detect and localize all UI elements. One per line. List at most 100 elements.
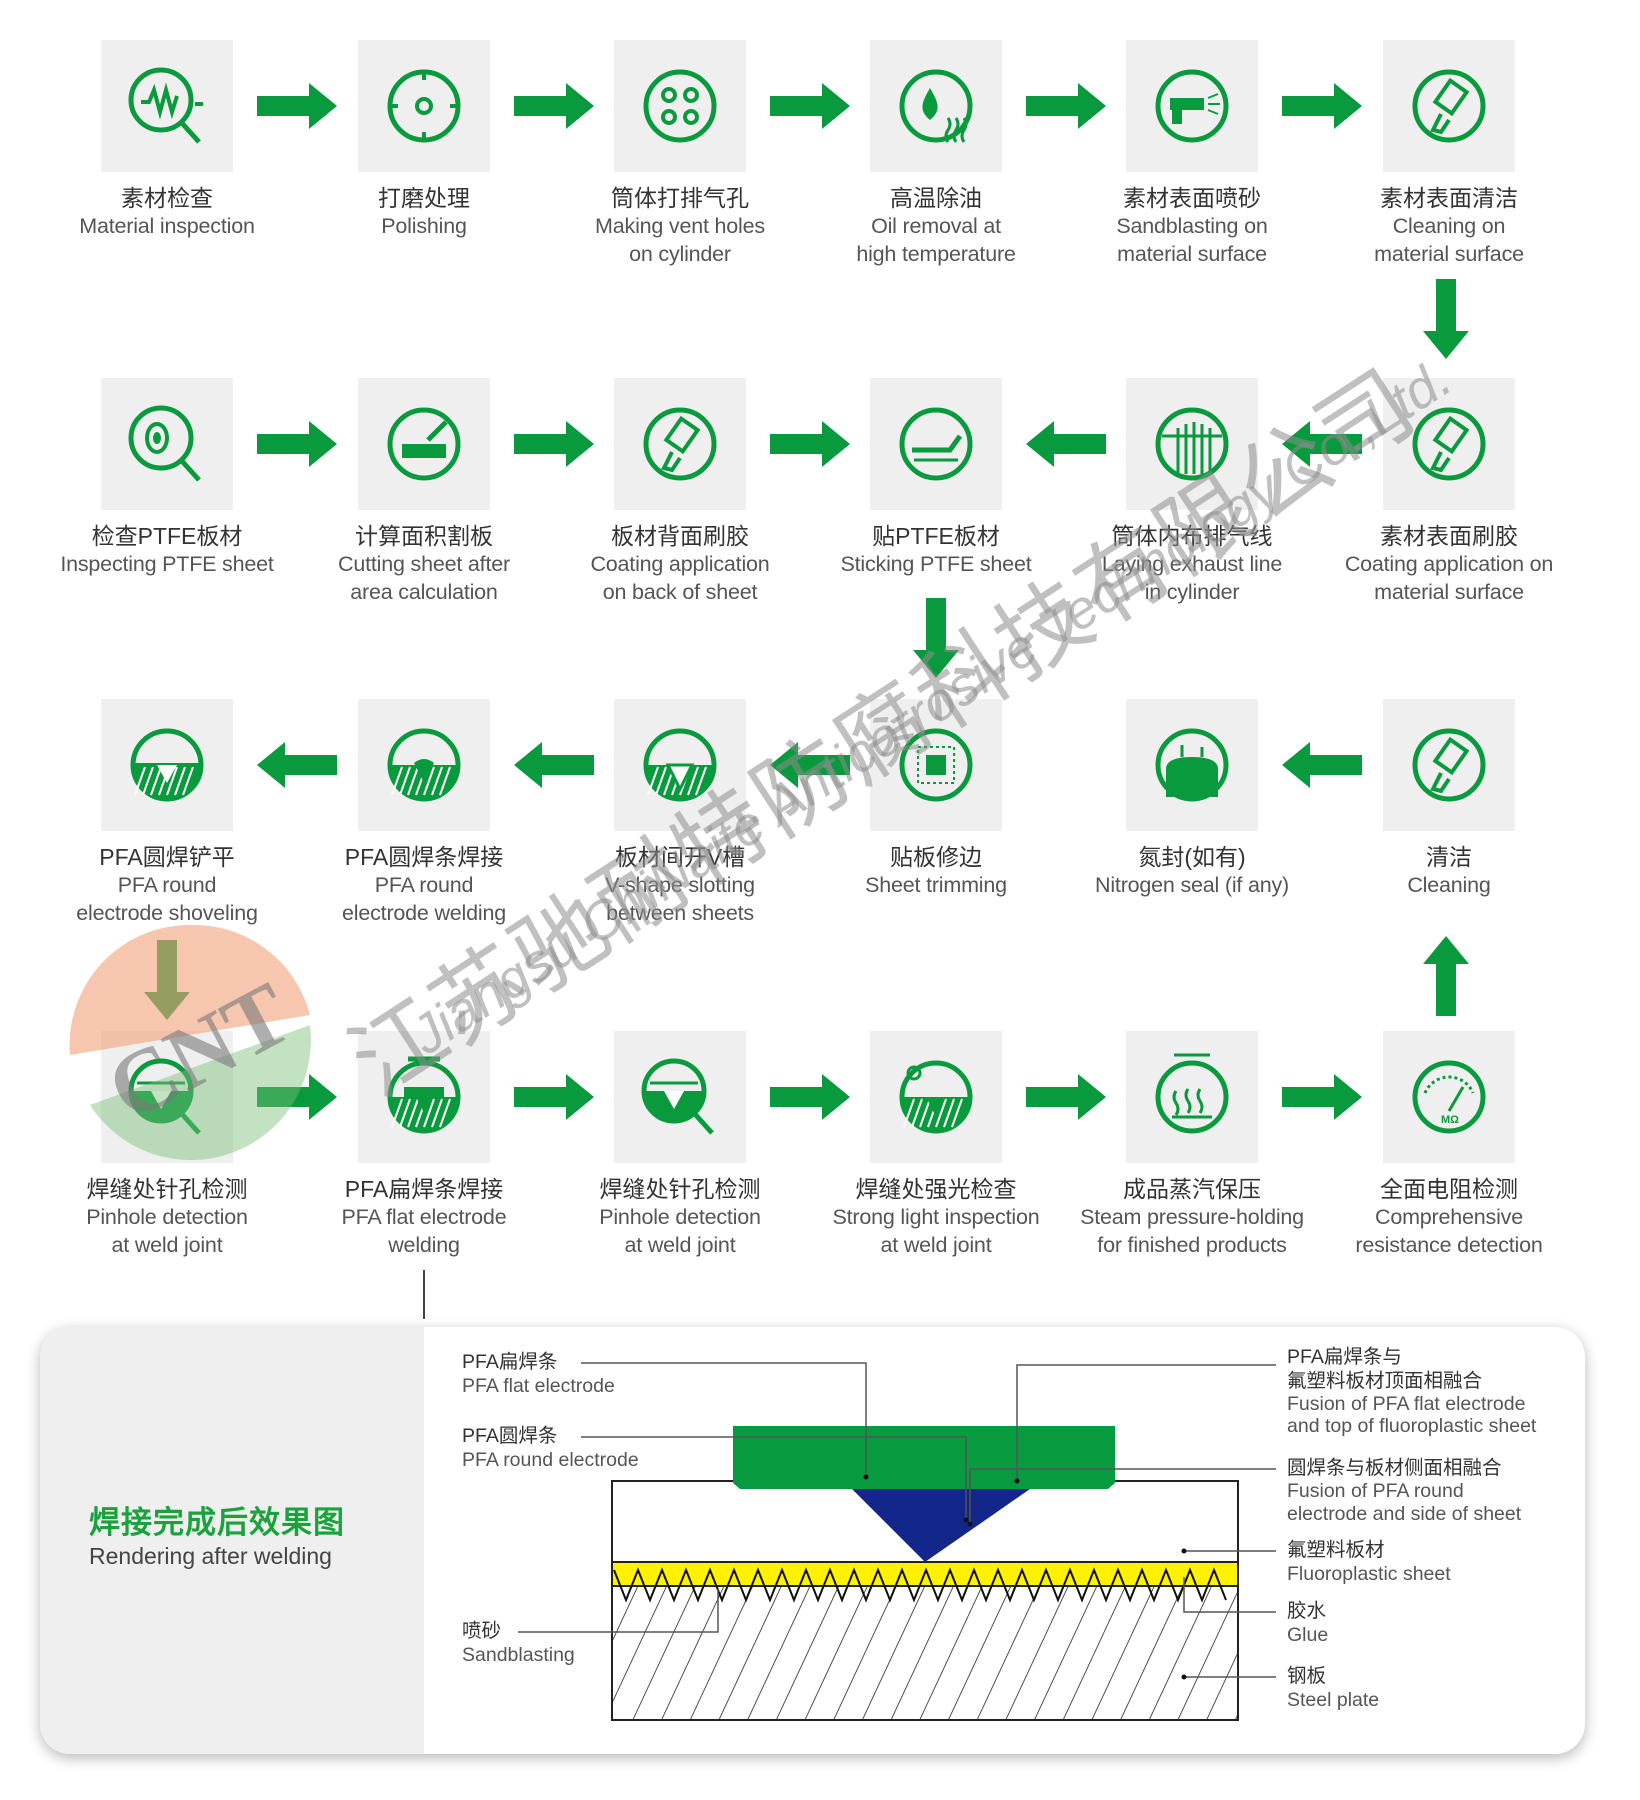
step-6-icon-box [1383, 40, 1515, 172]
step-title-cn: 素材表面喷砂 [1123, 185, 1261, 211]
step-23-label: 成品蒸汽保压 Steam pressure-holding for finished… [1067, 1175, 1317, 1259]
step-title-en: Steam pressure-holding [1080, 1205, 1304, 1229]
step-title-en: for finished products [1097, 1233, 1287, 1257]
step-title-en: Coating application [590, 552, 770, 576]
step-title-en: Oil removal at [871, 214, 1001, 238]
sheet-sticking-icon [899, 407, 973, 481]
step-18-icon-box [1383, 699, 1515, 831]
step-11-icon-box [1126, 378, 1258, 510]
svg-text:MΩ: MΩ [1441, 1114, 1459, 1126]
step-title-en: Cleaning on [1392, 214, 1506, 238]
arrow-right-icon [514, 1074, 594, 1120]
panel-sidebar [40, 1327, 424, 1754]
label-en: Steel plate [1287, 1689, 1380, 1711]
label-en: electrode and side of sheet [1287, 1503, 1522, 1525]
step-title-cn: 筒体打排气孔 [611, 185, 749, 211]
step-title-cn: 全面电阻检测 [1380, 1176, 1518, 1202]
step-16-icon-box [870, 699, 1002, 831]
step-title-en: PFA flat electrode [341, 1205, 507, 1229]
weld-magnifier-icon [641, 1058, 714, 1135]
step-title-cn: 筒体内布排气线 [1111, 523, 1273, 549]
step-title-en: Cleaning [1407, 873, 1491, 897]
arrow-right-icon [1282, 83, 1362, 129]
arrow-right-icon [257, 83, 337, 129]
crosshair-icon [387, 69, 461, 143]
step-title-cn: 焊缝处强光检查 [855, 1176, 1017, 1202]
step-title-cn: 清洁 [1426, 844, 1472, 870]
weld-flat-icon [130, 728, 204, 802]
oil-drop-heat-icon [899, 69, 973, 143]
step-19-icon-box [101, 1031, 233, 1163]
arrow-right-icon [1026, 83, 1106, 129]
arrow-right-icon [1282, 1074, 1362, 1120]
label-cn: PFA圆焊条 [462, 1425, 558, 1447]
step-23-icon-box [1126, 1031, 1258, 1163]
step-title-en: Pinhole detection [599, 1205, 761, 1229]
step-title-en: material surface [1117, 242, 1267, 266]
arrow-left-icon [1282, 421, 1362, 467]
paint-brush-icon [1412, 407, 1486, 481]
step-9-icon-box [614, 378, 746, 510]
step-4-icon-box [870, 40, 1002, 172]
arrow-left-icon [514, 742, 594, 788]
label-en: PFA flat electrode [462, 1375, 615, 1397]
step-title-cn: 焊缝处针孔检测 [86, 1176, 248, 1202]
step-title-cn: PFA圆焊条焊接 [344, 844, 504, 870]
step-title-cn: 检查PTFE板材 [91, 523, 243, 549]
arrow-right-icon [257, 1074, 337, 1120]
step-title-cn: 贴板修边 [890, 844, 982, 870]
brush-icon [1412, 728, 1486, 802]
step-title-en: at weld joint [624, 1233, 736, 1257]
brush-icon [1412, 69, 1486, 143]
arrow-right-icon [514, 421, 594, 467]
step-title-cn: 成品蒸汽保压 [1123, 1176, 1261, 1202]
step-title-en: PFA round [374, 873, 474, 897]
label-cn: 圆焊条与板材侧面相融合 [1287, 1457, 1502, 1479]
spray-gun-icon [1155, 69, 1229, 143]
exhaust-lines-icon [1155, 407, 1229, 481]
panel-subtitle: Rendering after welding [89, 1543, 332, 1569]
step-title-en: at weld joint [111, 1233, 223, 1257]
step-22-icon-box [870, 1031, 1002, 1163]
step-21-icon-box [614, 1031, 746, 1163]
step-title-cn: PFA圆焊铲平 [99, 844, 235, 870]
steam-icon [1155, 1053, 1229, 1134]
step-title-cn: 板材背面刷胶 [611, 523, 749, 549]
label-en: PFA round electrode [462, 1449, 639, 1471]
label-en: and top of fluoroplastic sheet [1287, 1415, 1537, 1437]
step-title-en: Inspecting PTFE sheet [60, 552, 274, 576]
step-title-en: in cylinder [1144, 580, 1240, 604]
step-title-en: PFA round [117, 873, 217, 897]
arrow-left-icon [1026, 421, 1106, 467]
magnifier-wave-icon [128, 67, 203, 144]
step-title-cn: PFA扁焊条焊接 [344, 1176, 504, 1202]
step-title-cn: 计算面积割板 [355, 523, 493, 549]
label-en: Fusion of PFA round [1287, 1480, 1464, 1502]
arrow-right-icon [1026, 1074, 1106, 1120]
arrow-down-icon [913, 598, 959, 678]
weld-flat-bar-icon [387, 1056, 461, 1134]
ohm-meter-icon: MΩ [1412, 1060, 1486, 1134]
arrow-down-icon [1423, 279, 1469, 359]
weld-magnifier-icon [128, 1058, 201, 1135]
arrow-up-icon [1423, 936, 1469, 1016]
step-title-en: at weld joint [880, 1233, 992, 1257]
step-title-en: Laying exhaust line [1101, 552, 1283, 576]
step-18-label: 清洁 Cleaning [1324, 843, 1574, 899]
step-10-icon-box [870, 378, 1002, 510]
step-title-cn: 素材表面清洁 [1380, 185, 1518, 211]
paint-brush-icon [643, 407, 717, 481]
